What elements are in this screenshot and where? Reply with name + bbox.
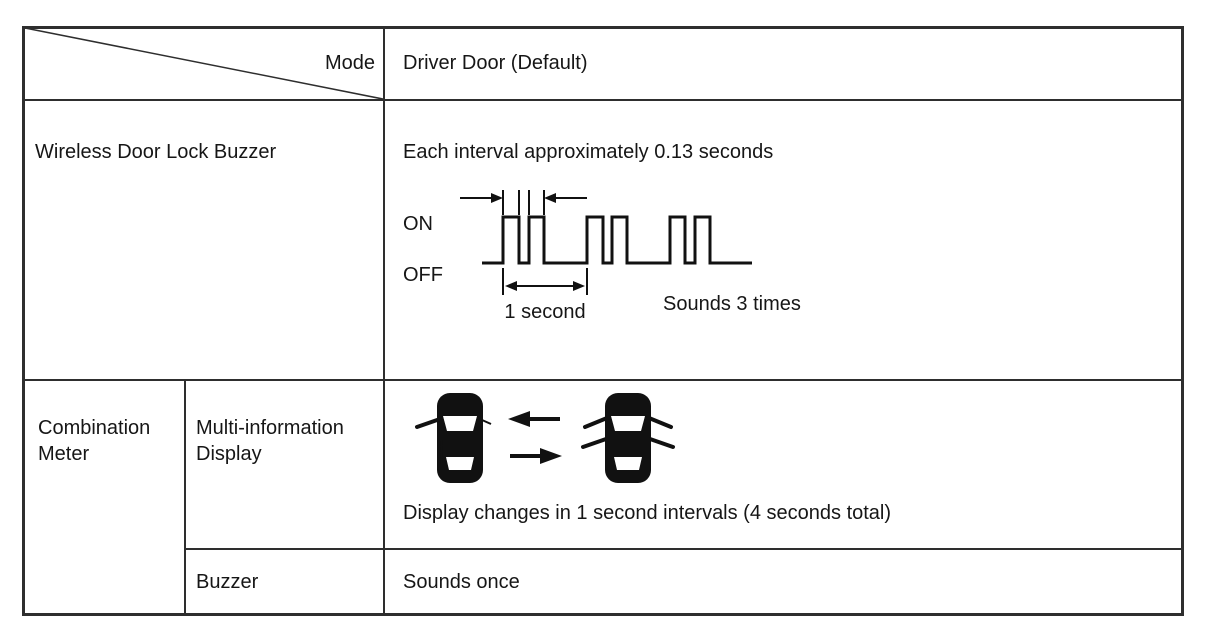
waveform-interval-dimension [460,190,587,215]
subrow-label-multi-information-display: Multi-information Display [196,417,344,465]
table-outer-border [22,26,1184,616]
interval-note: Each interval approximately 0.13 seconds [403,141,774,163]
sub-column-divider [184,380,186,613]
corner-diagonal-line [24,27,384,100]
main-column-divider [383,29,385,613]
multi-information-description: Display changes in 1 second intervals (4… [403,502,892,524]
waveform-period-dimension [502,268,588,295]
mode-corner-label: Mode [324,52,375,74]
car-all-doors-open-icon [581,393,675,483]
buzzer-waveform-diagram: ON OFF 1 second Sounds 3 times [403,190,801,323]
waveform-on-label: ON [403,213,433,235]
door-display-diagram [415,393,675,483]
subrow-label-buzzer: Buzzer [196,571,259,593]
subrow-divider [185,548,1181,550]
buzzer-description: Sounds once [403,571,520,593]
car-driver-door-open-icon [415,393,492,483]
waveform-off-label: OFF [403,264,443,286]
row-label-combination-meter: Combination Meter [38,417,151,465]
swap-arrows-icon [508,411,562,464]
row-label-wireless-door-lock-buzzer: Wireless Door Lock Buzzer [35,141,277,163]
column-header-driver-door: Driver Door (Default) [403,52,588,74]
wireless-row-divider [25,379,1181,381]
waveform-signal [482,215,752,265]
header-row-divider [25,99,1181,101]
waveform-sounds-label: Sounds 3 times [663,293,801,315]
waveform-period-label: 1 second [504,301,585,323]
